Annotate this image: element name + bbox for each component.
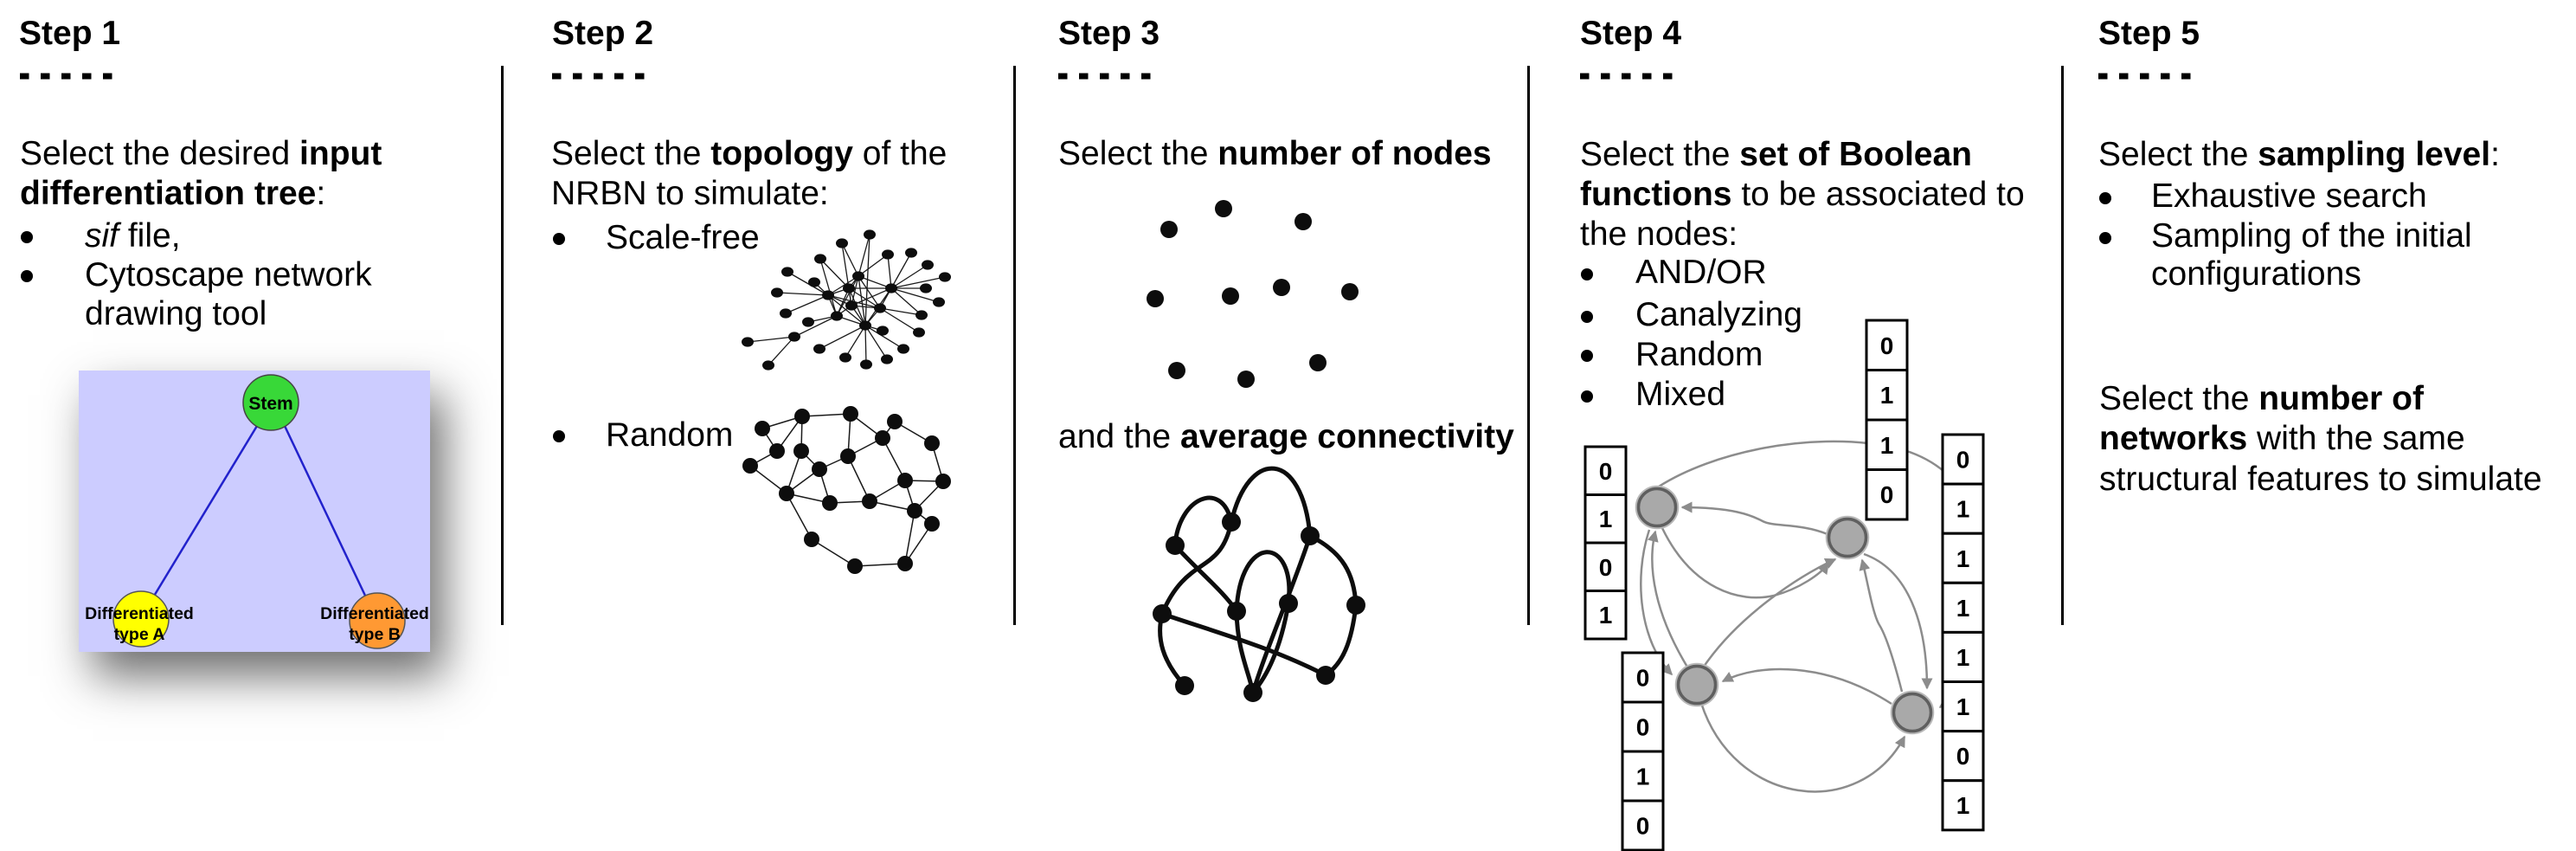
svg-text:1: 1 [1880,432,1894,459]
svg-text:0: 0 [1956,447,1970,474]
svg-text:0: 0 [1956,743,1970,770]
svg-text:1: 1 [1956,792,1970,819]
svg-text:1: 1 [1956,496,1970,523]
svg-text:1: 1 [1956,545,1970,572]
svg-text:1: 1 [1956,644,1970,671]
svg-text:type B: type B [349,625,401,644]
svg-text:1: 1 [1956,595,1970,622]
svg-text:0: 0 [1599,458,1613,485]
svg-text:1: 1 [1880,382,1894,409]
svg-text:1: 1 [1599,506,1613,532]
svg-text:Differentiated: Differentiated [320,604,429,623]
svg-text:0: 0 [1636,714,1650,741]
svg-text:0: 0 [1636,813,1650,840]
svg-text:1: 1 [1599,602,1613,629]
svg-text:Stem: Stem [248,394,292,414]
svg-text:0: 0 [1880,481,1894,508]
svg-text:0: 0 [1636,665,1650,692]
svg-text:type A: type A [114,625,165,644]
svg-text:1: 1 [1636,764,1650,790]
svg-text:Differentiated: Differentiated [85,604,194,623]
svg-text:0: 0 [1599,554,1613,581]
svg-text:0: 0 [1880,332,1894,359]
svg-text:1: 1 [1956,693,1970,720]
